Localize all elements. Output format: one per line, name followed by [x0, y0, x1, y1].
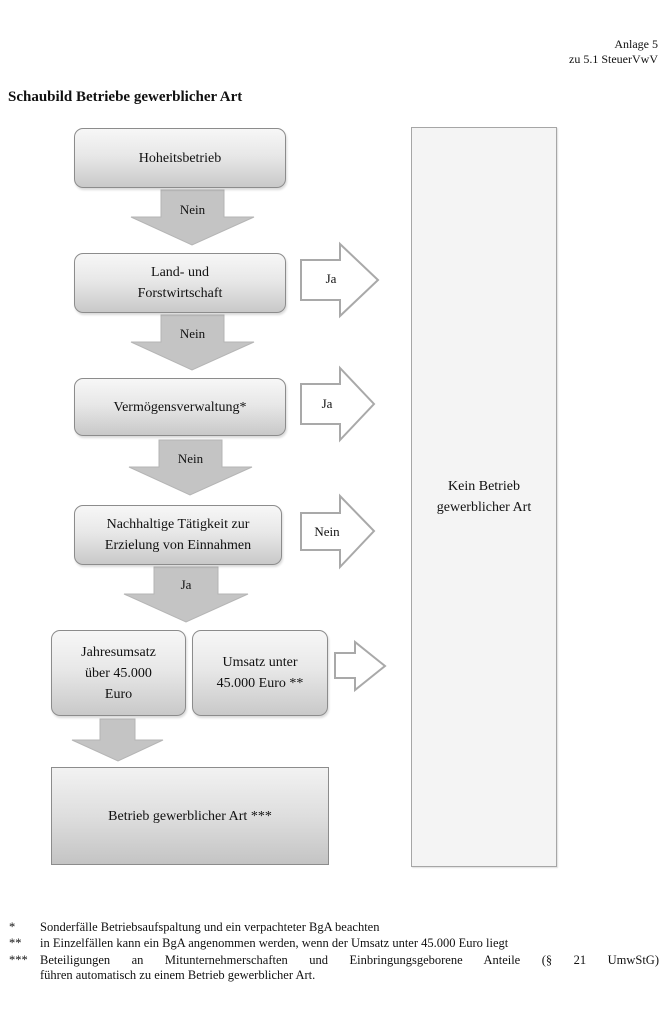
right-arrow-3	[300, 493, 376, 570]
footnote-2-marker: **	[9, 936, 22, 950]
right-arrow-1-label: Ja	[325, 271, 337, 286]
right-arrow-1	[300, 241, 380, 319]
right-arrow-2	[300, 365, 376, 443]
box-land-forstwirtschaft: Land- und Forstwirtschaft	[74, 253, 286, 313]
box-umsatz-unter-line2: 45.000 Euro **	[216, 676, 304, 691]
annex-label: Anlage 5	[614, 37, 658, 51]
down-arrow-5	[71, 718, 164, 762]
box-nachhaltige-taetigkeit: Nachhaltige Tätigkeit zur Erzielung von …	[74, 505, 282, 565]
right-arrow-3-label: Nein	[314, 524, 340, 539]
footnote-3-text-line2: führen automatisch zu einem Betrieb gewe…	[40, 968, 316, 982]
footnote-3-text: Beteiligungen an Mitunternehmerschaften …	[40, 953, 659, 967]
box-jahresumsatz-line1: Jahresumsatz	[81, 644, 156, 660]
down-arrow-4-label: Ja	[180, 577, 192, 592]
box-hoheitsbetrieb: Hoheitsbetrieb	[74, 128, 286, 188]
box-jahresumsatz-line3: Euro	[104, 686, 133, 702]
box-land-line1: Land- und	[151, 265, 209, 280]
down-arrow-4	[123, 566, 249, 623]
down-arrow-1-label: Nein	[179, 202, 206, 217]
box-nachhaltig-line2: Erzielung von Einnahmen	[104, 538, 252, 553]
down-arrow-3-label: Nein	[177, 451, 204, 466]
down-arrow-3	[128, 439, 253, 496]
footnote-1-marker: *	[9, 920, 16, 934]
box-land-line2: Forstwirtschaft	[137, 286, 223, 301]
page-title: Schaubild Betriebe gewerblicher Art	[8, 89, 243, 105]
box-betrieb-label: Betrieb gewerblicher Art ***	[108, 808, 272, 824]
box-kein-line2: gewerblicher Art	[436, 500, 532, 515]
box-jahresumsatz-ueber: Jahresumsatz über 45.000 Euro	[51, 630, 186, 716]
down-arrow-2	[130, 314, 255, 371]
footnote-1: * Sonderfälle Betriebsaufspaltung und ei…	[9, 920, 659, 935]
down-arrow-1	[130, 189, 255, 246]
right-arrow-2-label: Ja	[321, 396, 333, 411]
right-arrow-4	[334, 639, 387, 693]
box-kein-line1: Kein Betrieb	[448, 479, 520, 494]
footnote-3-marker: ***	[9, 953, 28, 967]
box-vermoegensverwaltung: Vermögensverwaltung*	[74, 378, 286, 436]
box-betrieb-gewerblicher-art: Betrieb gewerblicher Art ***	[51, 767, 329, 865]
box-vermoegen-label: Vermögensverwaltung*	[113, 399, 247, 415]
footnote-2-text: in Einzelfällen kann ein BgA angenommen …	[40, 936, 509, 950]
footnote-2: ** in Einzelfällen kann ein BgA angenomm…	[9, 936, 659, 951]
annex-reference: zu 5.1 SteuerVwV	[569, 52, 658, 66]
box-umsatz-unter-line1: Umsatz unter	[222, 655, 298, 670]
box-kein-betrieb: Kein Betrieb gewerblicher Art	[411, 127, 557, 867]
box-umsatz-unter: Umsatz unter 45.000 Euro **	[192, 630, 328, 716]
footnote-1-text: Sonderfälle Betriebsaufspaltung und ein …	[40, 920, 380, 934]
down-arrow-2-label: Nein	[179, 326, 206, 341]
footnote-3: *** Beteiligungen an Mitunternehmerschaf…	[9, 953, 659, 983]
box-jahresumsatz-line2: über 45.000	[85, 665, 152, 681]
box-nachhaltig-line1: Nachhaltige Tätigkeit zur	[106, 517, 250, 532]
box-hoheitsbetrieb-label: Hoheitsbetrieb	[138, 150, 222, 166]
